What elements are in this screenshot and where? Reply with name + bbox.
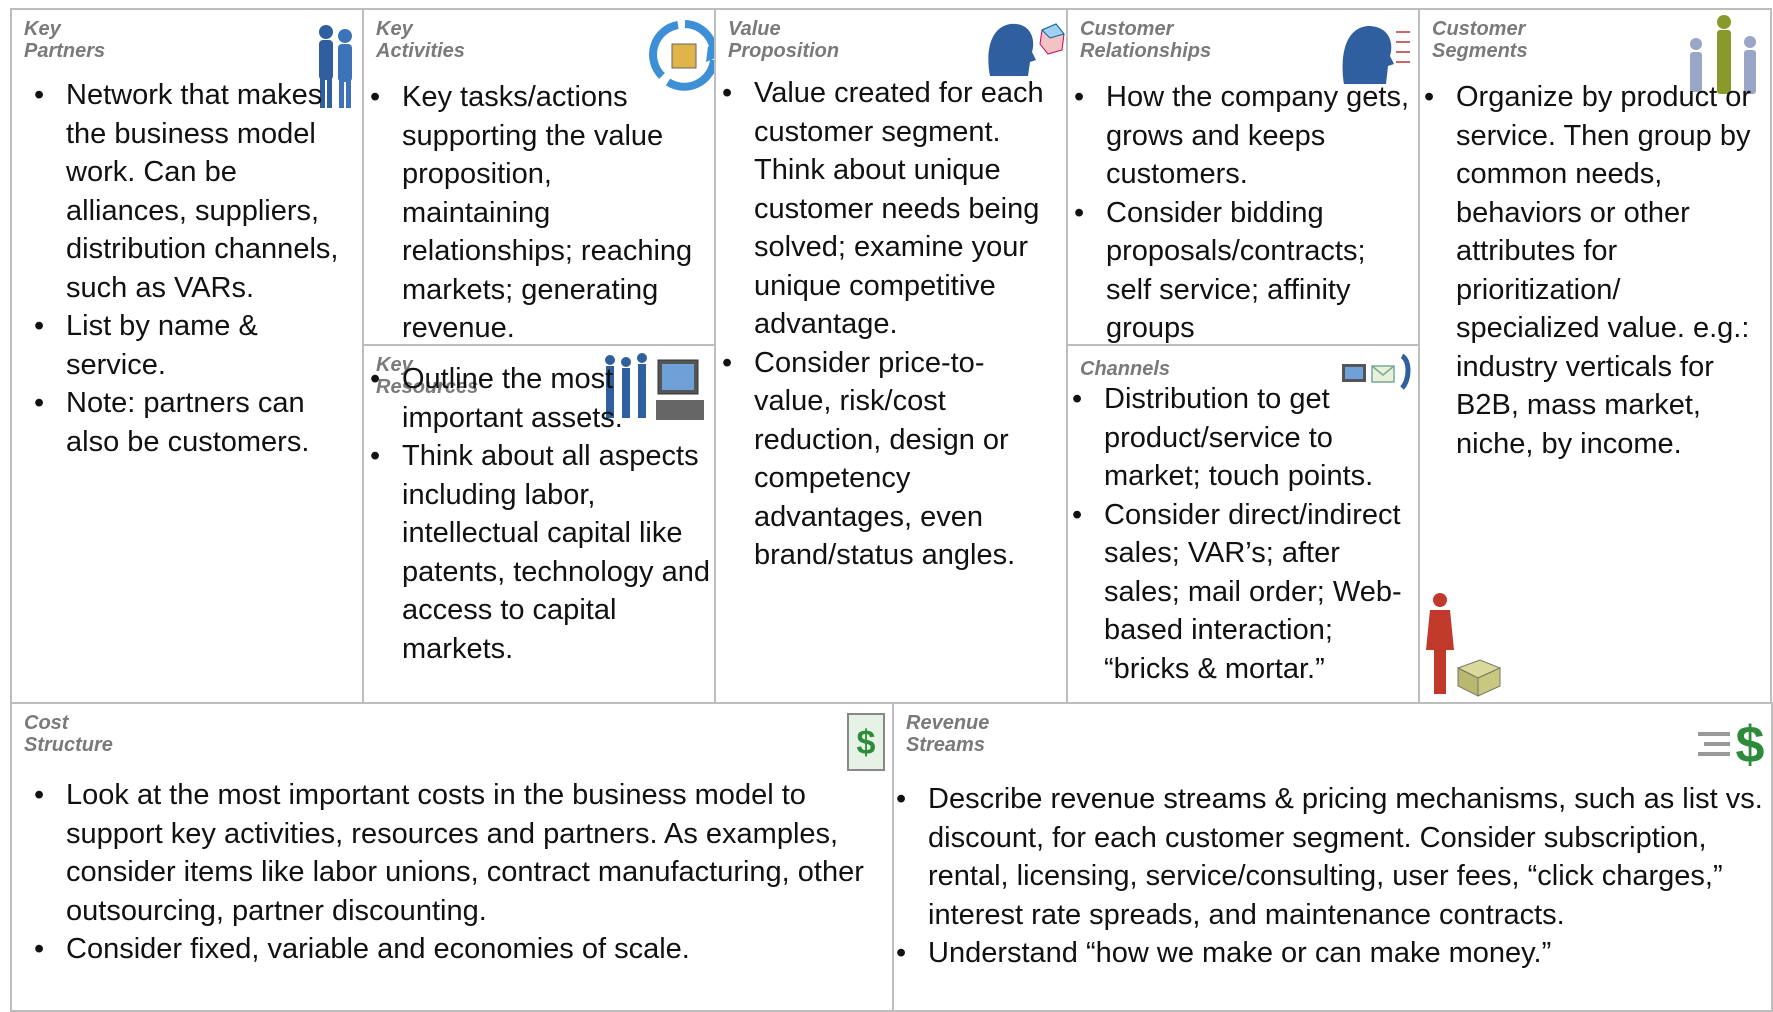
customer-relationships-bullets: How the company gets, grows and keeps cu… [1070,78,1410,345]
bullet: List by name & service. [30,307,352,384]
bullet: Consider fixed, variable and economies o… [30,930,880,969]
revenue-streams-bullets: Describe revenue streams & pricing mecha… [894,780,1768,973]
key-partners-bullets: Network that makes the business model wo… [30,76,352,461]
bullet: Consider direct/indirect sales; VAR’s; a… [1068,496,1414,689]
svg-text:$: $ [857,724,876,762]
cost-structure-bullets: Look at the most important costs in the … [30,776,880,969]
bullet: Understand “how we make or can make mone… [894,934,1768,973]
devices-icon [1342,353,1411,390]
value-proposition-bullets: Value created for each customer segment.… [718,74,1048,575]
bullet: Note: partners can also be customers. [30,384,352,461]
head-profile-icon [1342,26,1410,84]
svg-text:$: $ [1736,716,1765,772]
bullet: Network that makes the business model wo… [30,76,352,307]
bullet: Consider price-to-value, risk/cost reduc… [718,344,1048,575]
bullet: Describe revenue streams & pricing mecha… [894,780,1768,934]
key-resources-bullets: Outline the most important assets. Think… [366,360,714,668]
bullet: Think about all aspects including labor,… [366,437,714,668]
bullet: Look at the most important costs in the … [30,776,880,930]
bullet: Organize by product or service. Then gro… [1420,78,1760,463]
bullet: Distribution to get product/service to m… [1068,380,1414,496]
head-cube-icon [988,23,1065,76]
channels-bullets: Distribution to get product/service to m… [1068,380,1414,688]
dollar-speed-icon: $ [1698,716,1765,772]
bullet: Key tasks/actions supporting the value p… [366,78,708,344]
bullet: How the company gets, grows and keeps cu… [1070,78,1410,194]
bullet: Outline the most important assets. [366,360,714,437]
bullet: Value created for each customer segment.… [718,74,1048,344]
bullet: Consider bidding proposals/contracts; se… [1070,194,1410,345]
person-box-icon [1426,593,1502,697]
channels-title: Channels [1080,358,1171,380]
dollar-document-icon: $ [847,713,885,771]
channels-block: Channels Distribution to get product/ser… [1066,344,1420,704]
customer-segments-bullets: Organize by product or service. Then gro… [1420,78,1760,463]
key-activities-bullets: Key tasks/actions supporting the value p… [366,78,708,344]
